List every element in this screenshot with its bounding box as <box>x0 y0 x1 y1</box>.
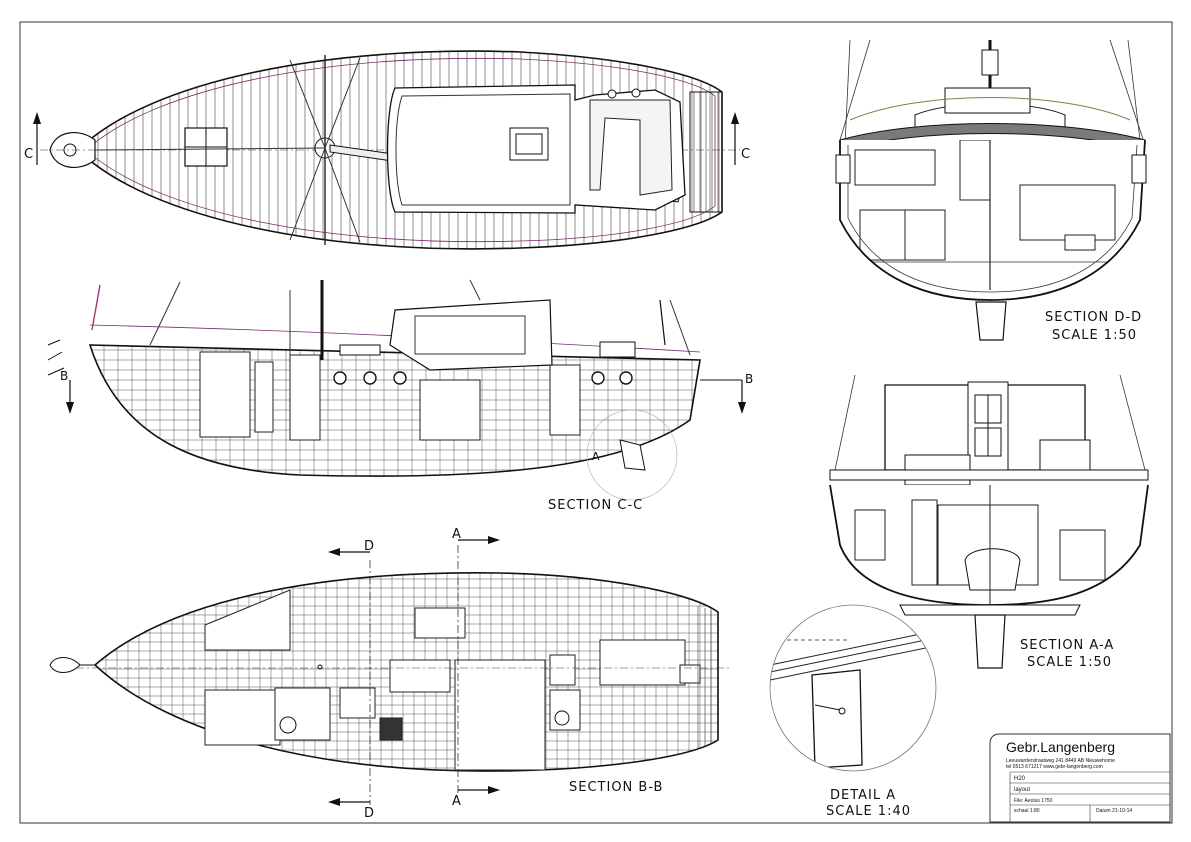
section-dd-view: SECTION D-D SCALE 1:50 <box>828 39 1150 343</box>
project-id: H20 <box>1014 776 1026 782</box>
title-block: Gebr.Langenberg Leeuwarderstraatweg 241 … <box>989 733 1171 823</box>
company-contact: tel 0513 671217 www.gebr-langenberg.com <box>1006 764 1103 770</box>
section-aa-view: SECTION A-A SCALE 1:50 <box>829 374 1149 670</box>
section-marker-c-right: C <box>741 147 750 162</box>
section-marker-a-top: A <box>452 527 461 542</box>
drawing-name: layout <box>1014 787 1030 793</box>
section-marker-b-left: B <box>60 369 68 383</box>
section-marker-d-top: D <box>364 539 374 554</box>
file-name: File: Aeolus 1750 <box>1014 798 1053 804</box>
deck-plan-view: C C <box>24 50 750 250</box>
company-name: Gebr.Langenberg <box>1006 739 1115 755</box>
section-aa-title: SECTION A-A <box>1020 638 1114 653</box>
section-bb-view: D D A A SECTION B-B <box>49 527 730 821</box>
drawing-scale: schaal 1:80 <box>1014 808 1040 814</box>
section-dd-scale: SCALE 1:50 <box>1052 328 1137 343</box>
section-marker-a-bottom: A <box>452 794 461 809</box>
section-bb-title: SECTION B-B <box>569 780 663 795</box>
sheet-border <box>19 21 1173 824</box>
section-cc-view: A B B SECTION C-C <box>47 279 753 513</box>
detail-a-callout: A <box>592 450 600 463</box>
section-cc-title: SECTION C-C <box>548 498 643 513</box>
section-dd-title: SECTION D-D <box>1045 310 1142 325</box>
section-marker-b-right: B <box>745 372 753 386</box>
company-address: Leeuwarderstraatweg 241 8449 AB Nieuweho… <box>1006 758 1115 764</box>
drawing-date: Datum 21-10-14 <box>1096 808 1132 814</box>
detail-a-title: DETAIL A <box>830 788 896 803</box>
section-aa-scale: SCALE 1:50 <box>1027 655 1112 670</box>
detail-a-scale: SCALE 1:40 <box>826 804 911 819</box>
section-marker-d-bottom: D <box>364 806 374 821</box>
section-marker-c-left: C <box>24 147 33 162</box>
detail-a-view: DETAIL A SCALE 1:40 <box>769 604 937 819</box>
